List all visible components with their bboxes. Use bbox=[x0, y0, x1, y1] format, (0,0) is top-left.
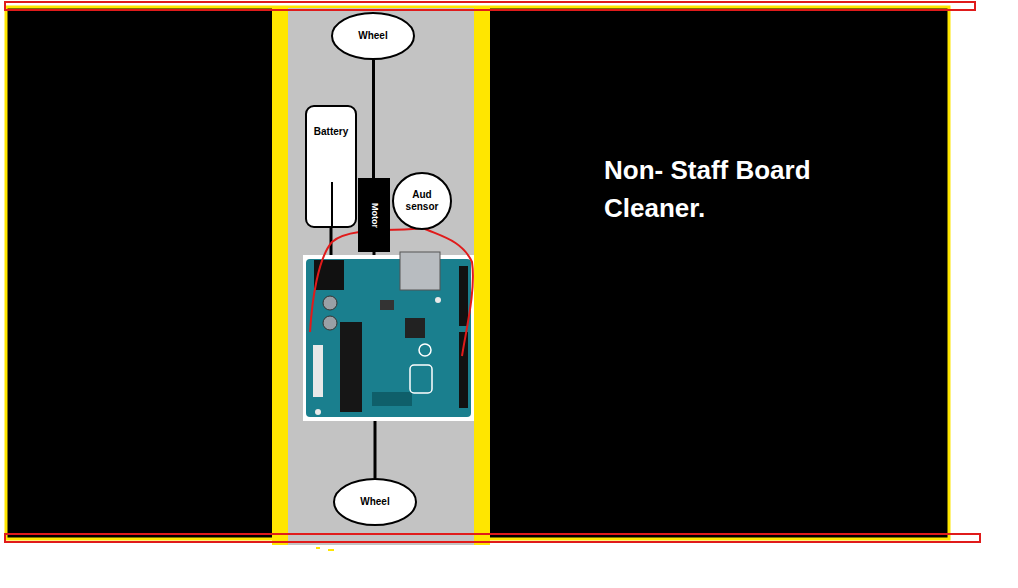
node-label: Wheel bbox=[360, 496, 389, 508]
battery-terminal-line bbox=[331, 182, 333, 228]
node-label: Wheel bbox=[358, 30, 387, 42]
shaft-line bbox=[372, 60, 375, 178]
sensor-wire bbox=[423, 228, 473, 356]
yellow-track bbox=[272, 8, 490, 545]
node-label: Battery bbox=[314, 126, 348, 138]
arduino-board bbox=[303, 252, 474, 421]
top-rail bbox=[5, 2, 975, 10]
bottom-rail bbox=[5, 534, 980, 542]
motor-label: Motor bbox=[369, 202, 380, 227]
yellow-dash bbox=[328, 549, 334, 551]
node-label: Aud sensor bbox=[402, 189, 442, 213]
battery-box: Battery bbox=[305, 105, 357, 228]
sensor-ellipse: Aud sensor bbox=[392, 172, 452, 230]
grey-body bbox=[288, 8, 474, 545]
wheel-shaft bbox=[374, 416, 377, 478]
yellow-dash bbox=[316, 547, 320, 549]
wheel-ellipse: Wheel bbox=[333, 478, 417, 526]
title-text: Non- Staff Board Cleaner. bbox=[604, 151, 832, 227]
wheel-ellipse: Wheel bbox=[331, 12, 415, 60]
motor-block: Motor bbox=[358, 178, 390, 252]
